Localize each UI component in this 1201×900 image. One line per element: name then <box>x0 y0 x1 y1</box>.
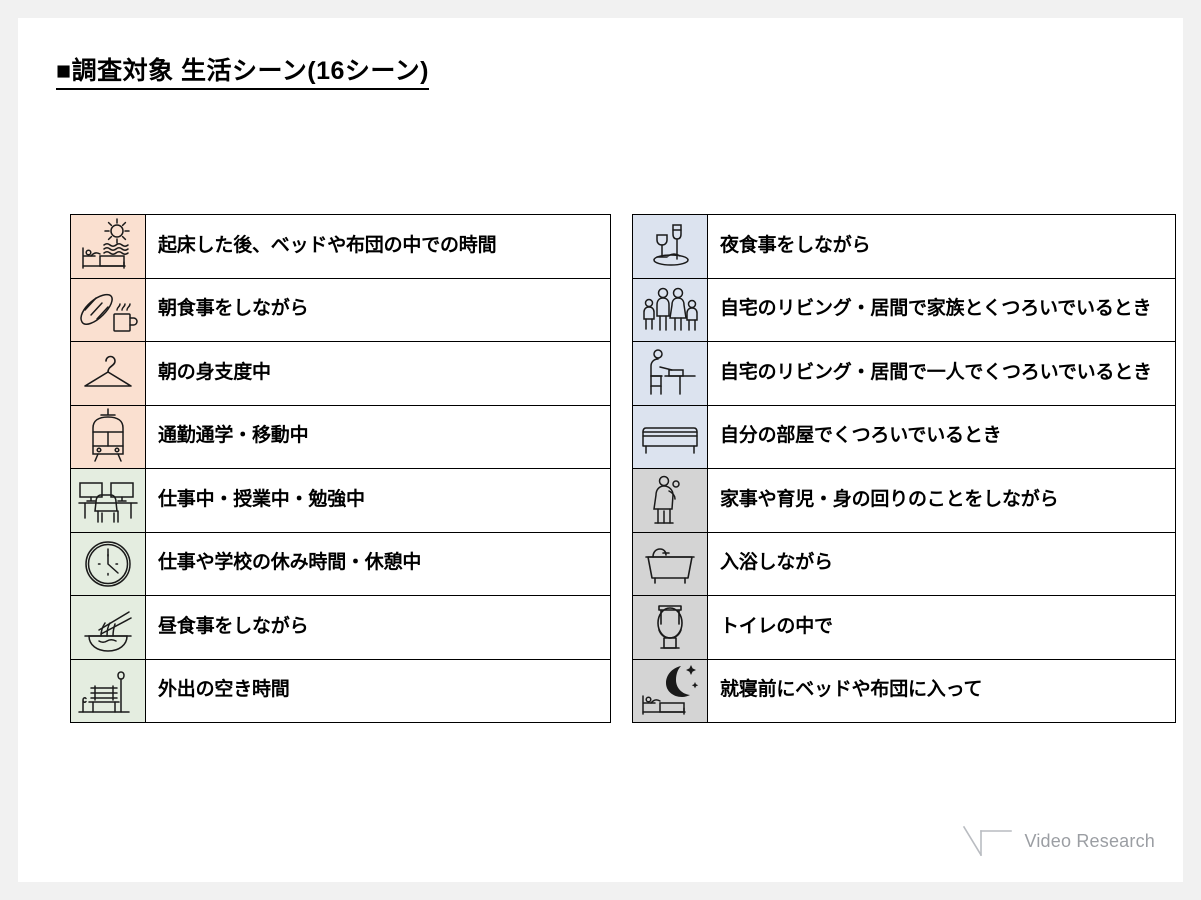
scene-label: 就寝前にベッドや布団に入って <box>720 679 983 701</box>
scene-label-cell: 昼食事をしながら <box>145 595 611 660</box>
scene-label: 自分の部屋でくつろいでいるとき <box>720 425 1002 447</box>
table-row[interactable]: トイレの中で <box>632 595 1176 660</box>
table-row[interactable]: 家事や育児・身の回りのことをしながら <box>632 468 1176 533</box>
scene-icon-cell <box>70 277 146 342</box>
table-row[interactable]: 朝の身支度中 <box>70 341 611 406</box>
table-row[interactable]: 自分の部屋でくつろいでいるとき <box>632 404 1176 469</box>
table-row[interactable]: 仕事や学校の休み時間・休憩中 <box>70 531 611 596</box>
scene-label: 仕事や学校の休み時間・休憩中 <box>158 552 422 574</box>
scene-label: 夜食事をしながら <box>720 234 871 256</box>
scene-label-cell: 通勤通学・移動中 <box>145 404 611 469</box>
scene-label-cell: 家事や育児・身の回りのことをしながら <box>707 468 1176 533</box>
moon-bed-icon <box>633 660 707 722</box>
scene-label: 仕事中・授業中・勉強中 <box>158 488 365 510</box>
table-row[interactable]: 外出の空き時間 <box>70 658 611 723</box>
train-icon <box>71 406 145 468</box>
scene-label-cell: 夜食事をしながら <box>707 214 1176 279</box>
scene-label-cell: 外出の空き時間 <box>145 658 611 723</box>
scene-column-right: 夜食事をしながら <box>632 214 1176 723</box>
scene-icon-cell <box>632 531 708 596</box>
toilet-icon <box>633 596 707 658</box>
scene-label-cell: 入浴しながら <box>707 531 1176 596</box>
scene-icon-cell <box>70 468 146 533</box>
scene-icon-cell <box>70 595 146 660</box>
scene-table-right: 夜食事をしながら <box>632 214 1176 723</box>
scene-columns: 起床した後、ベッドや布団の中での時間 <box>70 214 1176 723</box>
scene-label-cell: 自宅のリビング・居間で家族とくつろいでいるとき <box>707 277 1176 342</box>
scene-icon-cell <box>632 341 708 406</box>
table-row[interactable]: 仕事中・授業中・勉強中 <box>70 468 611 533</box>
scene-icon-cell <box>632 468 708 533</box>
page-title-wrap: ■調査対象 生活シーン(16シーン) <box>56 56 430 91</box>
scene-icon-cell <box>70 531 146 596</box>
table-row[interactable]: 起床した後、ベッドや布団の中での時間 <box>70 214 611 279</box>
scene-label: 朝食事をしながら <box>158 298 309 320</box>
table-row[interactable]: 夜食事をしながら <box>632 214 1176 279</box>
scene-label: 自宅のリビング・居間で一人でくつろいでいるとき <box>720 361 1152 383</box>
scene-label: 自宅のリビング・居間で家族とくつろいでいるとき <box>720 298 1152 320</box>
page-title: ■調査対象 生活シーン(16シーン) <box>56 56 430 91</box>
table-row[interactable]: 自宅のリビング・居間で一人でくつろいでいるとき <box>632 341 1176 406</box>
video-research-logo: Video Research <box>961 822 1155 860</box>
scene-icon-cell <box>70 214 146 279</box>
scene-table-left: 起床した後、ベッドや布団の中での時間 <box>70 214 611 723</box>
scene-label-cell: 自宅のリビング・居間で一人でくつろいでいるとき <box>707 341 1176 406</box>
family-icon <box>633 279 707 341</box>
scene-icon-cell <box>632 214 708 279</box>
clock-icon <box>71 533 145 595</box>
scene-icon-cell <box>632 277 708 342</box>
scene-label: トイレの中で <box>720 615 833 637</box>
noodle-bowl-icon <box>71 596 145 658</box>
scene-icon-cell <box>70 658 146 723</box>
table-row[interactable]: 自宅のリビング・居間で家族とくつろいでいるとき <box>632 277 1176 342</box>
park-bench-icon <box>71 660 145 722</box>
scene-label: 昼食事をしながら <box>158 615 309 637</box>
scene-label: 起床した後、ベッドや布団の中での時間 <box>158 234 497 256</box>
scene-label: 家事や育児・身の回りのことをしながら <box>720 488 1059 510</box>
wine-dinner-icon <box>633 215 707 277</box>
scene-icon-cell <box>70 341 146 406</box>
hanger-icon <box>71 342 145 404</box>
housework-icon <box>633 469 707 531</box>
scene-icon-cell <box>632 658 708 723</box>
scene-label: 朝の身支度中 <box>158 361 271 383</box>
desk-monitor-icon <box>71 469 145 531</box>
scene-label-cell: 自分の部屋でくつろいでいるとき <box>707 404 1176 469</box>
bathtub-icon <box>633 533 707 595</box>
slide: ■調査対象 生活シーン(16シーン) <box>18 18 1183 882</box>
table-row[interactable]: 就寝前にベッドや布団に入って <box>632 658 1176 723</box>
scene-label-cell: 朝の身支度中 <box>145 341 611 406</box>
scene-label-cell: 仕事や学校の休み時間・休憩中 <box>145 531 611 596</box>
scene-label-cell: 仕事中・授業中・勉強中 <box>145 468 611 533</box>
scene-label-cell: トイレの中で <box>707 595 1176 660</box>
scene-icon-cell <box>632 404 708 469</box>
scene-label: 外出の空き時間 <box>158 679 290 701</box>
table-row[interactable]: 入浴しながら <box>632 531 1176 596</box>
scene-label: 入浴しながら <box>720 552 833 574</box>
sofa-icon <box>633 406 707 468</box>
scene-label-cell: 朝食事をしながら <box>145 277 611 342</box>
video-research-logo-mark <box>961 822 1015 860</box>
person-table-icon <box>633 342 707 404</box>
scene-icon-cell <box>70 404 146 469</box>
table-row[interactable]: 通勤通学・移動中 <box>70 404 611 469</box>
scene-column-left: 起床した後、ベッドや布団の中での時間 <box>70 214 611 723</box>
sunrise-bed-icon <box>71 215 145 277</box>
scene-label-cell: 起床した後、ベッドや布団の中での時間 <box>145 214 611 279</box>
table-row[interactable]: 朝食事をしながら <box>70 277 611 342</box>
scene-icon-cell <box>632 595 708 660</box>
scene-label: 通勤通学・移動中 <box>158 425 309 447</box>
bread-coffee-icon <box>71 279 145 341</box>
table-row[interactable]: 昼食事をしながら <box>70 595 611 660</box>
video-research-logo-text: Video Research <box>1024 830 1155 851</box>
scene-label-cell: 就寝前にベッドや布団に入って <box>707 658 1176 723</box>
